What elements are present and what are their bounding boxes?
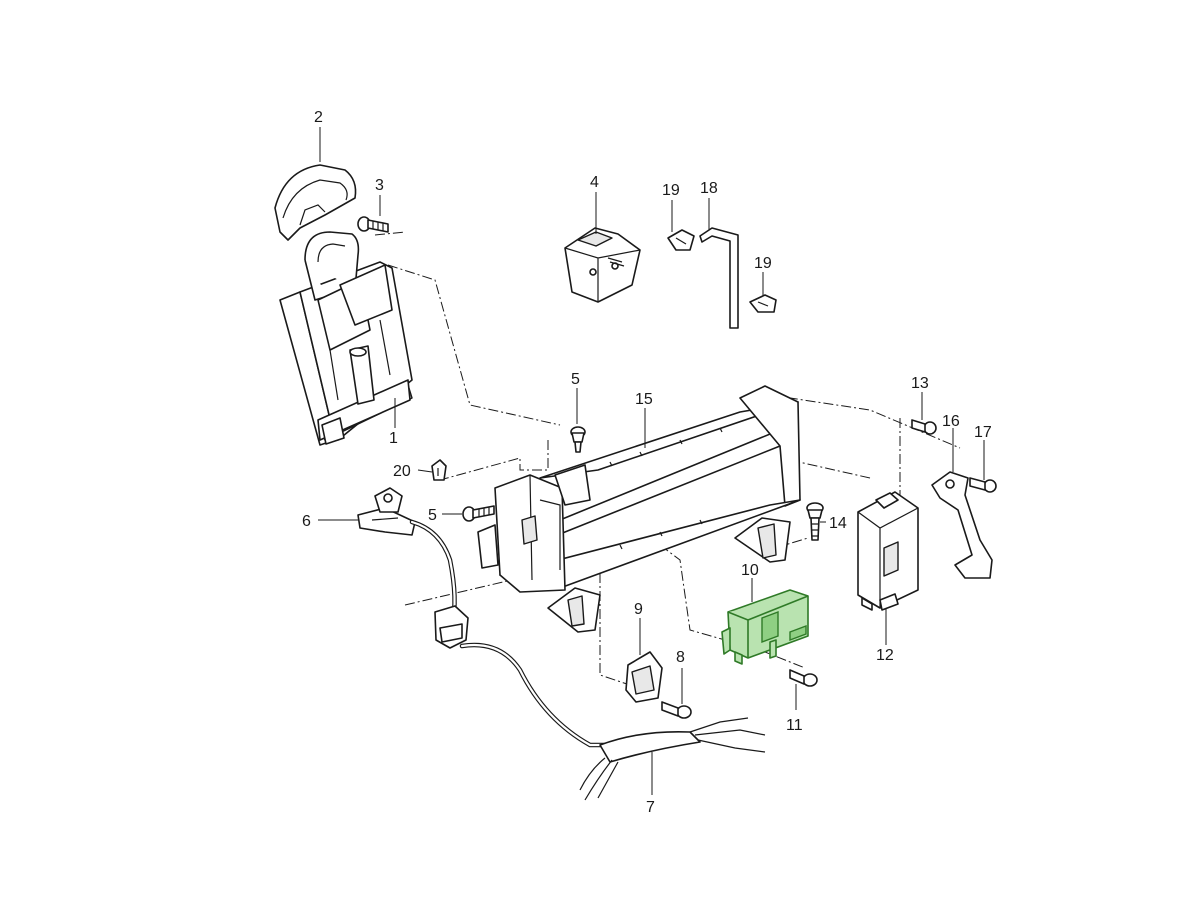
- part-16-bracket: [931, 471, 993, 579]
- part-3-screw: [357, 216, 389, 233]
- part-18-rod: [699, 227, 739, 329]
- part-7-wiring-harness: [409, 519, 766, 801]
- part-19-clip-upper: [667, 229, 695, 251]
- label-part-12: 12: [876, 647, 894, 664]
- part-1-holder-assembly: [279, 231, 413, 446]
- part-2-top-cover: [274, 164, 357, 241]
- part-5-screw-lower: [462, 505, 495, 522]
- label-part-11: 11: [786, 717, 803, 734]
- part-9-bracket: [625, 651, 663, 703]
- part-6-bracket: [357, 487, 416, 536]
- part-4-actuator: [564, 227, 641, 303]
- label-part-4: 4: [590, 174, 599, 191]
- part-20-clip: [431, 459, 447, 481]
- label-part-13: 13: [911, 375, 929, 392]
- label-part-2: 2: [314, 109, 323, 126]
- leader-lines: [318, 127, 985, 795]
- label-part-8: 8: [676, 649, 685, 666]
- label-part-19-upper: 19: [662, 182, 680, 199]
- part-10-control-unit[interactable]: [721, 589, 809, 665]
- part-19-clip-lower: [749, 294, 777, 313]
- label-part-5-lower: 5: [428, 507, 437, 524]
- label-part-20: 20: [393, 463, 411, 480]
- label-part-17: 17: [974, 424, 992, 441]
- label-part-15: 15: [635, 391, 653, 408]
- part-12-control-module: [857, 491, 919, 611]
- part-15-main-frame: [477, 385, 801, 633]
- label-part-10: 10: [741, 562, 759, 579]
- label-part-9: 9: [634, 601, 643, 618]
- part-8-screw: [661, 701, 692, 719]
- label-part-3: 3: [375, 177, 384, 194]
- label-part-14: 14: [829, 515, 847, 532]
- part-labels: 2 3 1 4 19 18 19 5 15 13 16 17 20 6 5 14…: [302, 109, 992, 816]
- label-part-6: 6: [302, 513, 311, 530]
- label-part-19-lower: 19: [754, 255, 772, 272]
- label-part-16: 16: [942, 413, 960, 430]
- label-part-7: 7: [646, 799, 655, 816]
- part-11-screw: [789, 669, 818, 687]
- part-17-screw: [969, 477, 997, 493]
- label-part-1: 1: [389, 430, 398, 447]
- label-part-18: 18: [700, 180, 718, 197]
- part-5-screw-upper: [570, 426, 586, 453]
- part-14-bolt: [806, 502, 824, 541]
- label-part-5-upper: 5: [571, 371, 580, 388]
- part-13-screw: [911, 419, 937, 435]
